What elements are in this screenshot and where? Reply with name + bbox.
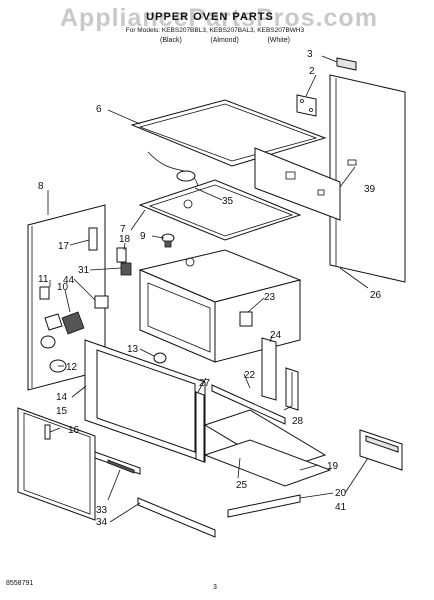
- part-18-bracket: [116, 247, 127, 263]
- part-3-bracket: [336, 57, 357, 71]
- page-title: UPPER OVEN PARTS: [146, 11, 274, 23]
- callout-3: 3: [307, 49, 313, 60]
- part-10-lamp-socket: [44, 311, 85, 335]
- part-19-bottom-tray: [203, 439, 332, 487]
- rear-panel: [254, 147, 341, 221]
- callout-39: 39: [364, 184, 376, 195]
- part-11-switch: [39, 286, 50, 300]
- part-9-sensor: [161, 233, 175, 248]
- part-27-trim: [195, 391, 205, 463]
- callout-7: 7: [120, 224, 126, 235]
- oven-cavity: [138, 249, 302, 363]
- callout-44: 44: [63, 275, 75, 286]
- part-41-strip: [227, 494, 301, 518]
- color-almond: (Almond): [210, 37, 239, 44]
- part-20-vent: [359, 429, 403, 471]
- callout-24: 24: [270, 330, 282, 341]
- part-24-bracket: [261, 337, 277, 401]
- part-33-trim: [94, 451, 141, 475]
- part-14-door-frame: [84, 339, 206, 463]
- callout-13: 13: [127, 344, 139, 355]
- callout-19: 19: [327, 461, 339, 472]
- document-number: 8558791: [6, 580, 34, 587]
- callout-31: 31: [78, 265, 90, 276]
- part-13-knob: [153, 352, 167, 364]
- callout-10: 10: [57, 282, 69, 293]
- part-23-plate: [239, 311, 253, 327]
- callout-20: 20: [335, 488, 347, 499]
- color-black: (Black): [160, 37, 182, 44]
- color-legend: (Black) (Almond) (White): [160, 37, 290, 44]
- callout-numbers: 3 2 6 39 35 8 7 18 9 17 31 44 11 10 26 2…: [38, 49, 382, 528]
- callout-18: 18: [119, 234, 131, 245]
- callout-16: 16: [68, 425, 80, 436]
- top-shield: [138, 179, 302, 241]
- part-22-rail: [211, 384, 286, 425]
- callout-12: 12: [66, 362, 78, 373]
- part-15-door-panel: [17, 407, 96, 521]
- part-35-harness: [147, 151, 199, 187]
- callout-8: 8: [38, 181, 44, 192]
- part-44-switch: [94, 295, 109, 309]
- callout-23: 23: [264, 292, 276, 303]
- part-31-clip: [120, 262, 132, 276]
- color-white: (White): [267, 37, 290, 44]
- callout-14: 14: [56, 392, 68, 403]
- callout-22: 22: [244, 370, 256, 381]
- model-list: For Models: KEBS207BBL3, KEBS207BAL3, KE…: [125, 27, 305, 34]
- callout-34: 34: [96, 517, 108, 528]
- callout-35: 35: [222, 196, 234, 207]
- callout-11: 11: [38, 274, 49, 285]
- callout-17: 17: [58, 241, 70, 252]
- part-2-plate: [296, 94, 317, 117]
- callout-28: 28: [292, 416, 304, 427]
- leader-lines: [47, 55, 369, 523]
- part-28-latch: [285, 367, 299, 411]
- callout-41: 41: [335, 502, 347, 513]
- callout-26: 26: [370, 290, 382, 301]
- callout-9: 9: [140, 231, 146, 242]
- part-34-kickplate: [137, 497, 216, 538]
- callout-6: 6: [96, 104, 102, 115]
- callout-15: 15: [56, 406, 68, 417]
- callout-33: 33: [96, 505, 108, 516]
- part-17-bracket: [88, 227, 98, 251]
- page-number: 3: [213, 584, 217, 591]
- part-26-side-panel: [329, 74, 406, 283]
- part-6-top-panel: [130, 99, 327, 167]
- callout-27: 27: [199, 378, 211, 389]
- callout-25: 25: [236, 480, 248, 491]
- watermark-text: AppliancePartsPros.com: [60, 4, 378, 32]
- callout-2: 2: [309, 66, 315, 77]
